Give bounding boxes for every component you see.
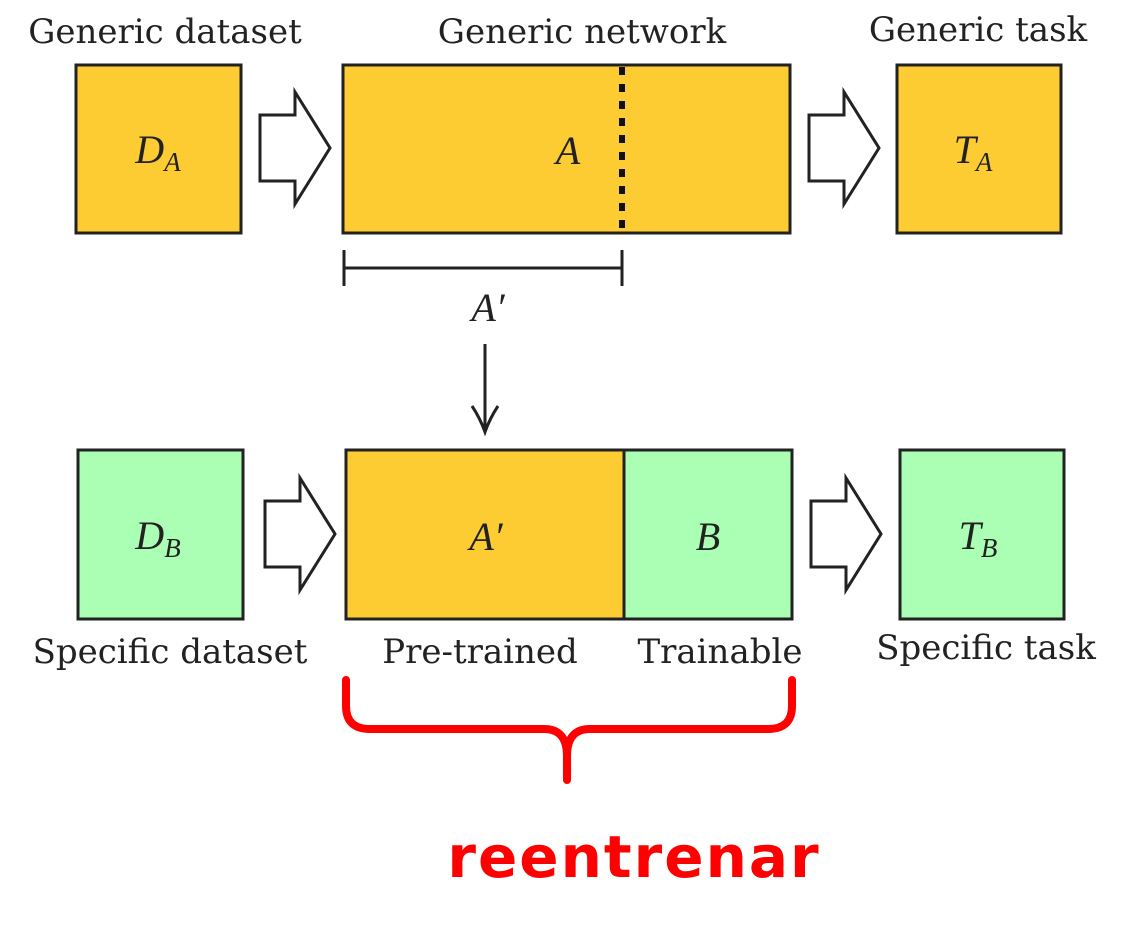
specific-task-block: TB	[898, 448, 1066, 621]
specific-task-symbol: TB	[959, 513, 998, 563]
specific-task-caption: Specific task	[876, 628, 1096, 668]
specific-task-box	[898, 448, 1066, 621]
pretrained-symbol: A′	[466, 514, 503, 559]
generic-network-symbol: A	[553, 128, 581, 173]
generic-dataset-symbol: DA	[134, 127, 181, 177]
generic-dataset-box	[74, 63, 243, 235]
generic-network-box	[341, 63, 792, 235]
hollow-arrow-bottom-left	[263, 472, 337, 596]
pretrained-block: A′	[344, 448, 626, 621]
transferred-layers-span: A′	[342, 250, 624, 330]
specific-dataset-caption: Specific dataset	[33, 632, 308, 672]
trainable-box	[622, 448, 794, 621]
span-label: A′	[468, 285, 505, 330]
hollow-arrow-top-left	[258, 86, 332, 210]
generic-task-symbol: TA	[954, 127, 993, 177]
retrain-curly-brace	[342, 676, 796, 784]
hollow-arrow-bottom-right	[809, 472, 883, 596]
transfer-down-arrow	[470, 344, 500, 437]
hollow-arrow-top-right	[807, 86, 881, 210]
generic-task-block: TA	[895, 63, 1063, 235]
trainable-block: B	[622, 448, 794, 621]
specific-dataset-block: DB	[76, 448, 245, 621]
generic-task-box	[895, 63, 1063, 235]
generic-network-caption: Generic network	[438, 12, 727, 52]
pretrained-caption: Pre-trained	[382, 632, 578, 672]
pretrained-box	[344, 448, 626, 621]
generic-dataset-block: DA	[74, 63, 243, 235]
trainable-caption: Trainable	[637, 632, 802, 672]
specific-dataset-symbol: DB	[134, 513, 180, 563]
specific-dataset-box	[76, 448, 245, 621]
generic-dataset-caption: Generic dataset	[28, 12, 302, 52]
generic-network-block: A	[341, 63, 792, 235]
generic-task-caption: Generic task	[869, 10, 1088, 50]
retrain-annotation: reentrenar	[447, 823, 820, 891]
trainable-symbol: B	[696, 514, 720, 559]
